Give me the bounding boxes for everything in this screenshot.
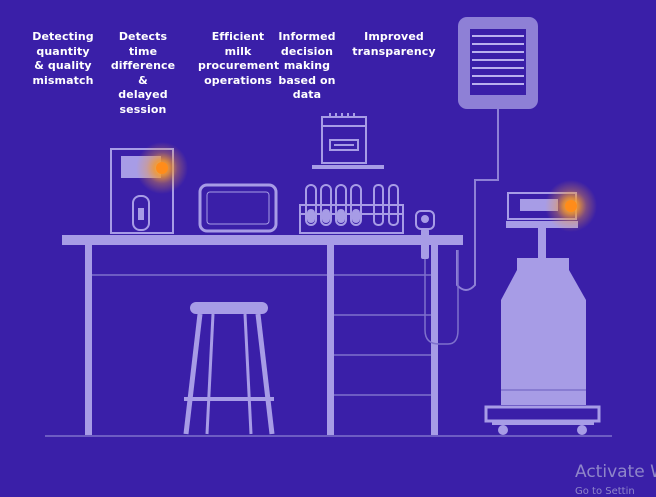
tablet-screen xyxy=(198,183,278,233)
benefit-label-quantity-quality: Detecting quantity & quality mismatch xyxy=(32,30,94,87)
benefit-label-transparency: Improved transparency xyxy=(352,30,436,58)
benefit-label-decision-making: Informed decision making based on data xyxy=(278,30,336,101)
stool xyxy=(183,302,275,435)
benefit-label-time-difference: Detects time difference & delayed sessio… xyxy=(110,30,176,116)
monitor-cable xyxy=(456,109,499,291)
milk-collection-unit xyxy=(484,192,601,435)
desk xyxy=(62,235,463,435)
shelf-with-analyzer xyxy=(312,113,384,169)
benefit-label-procurement: Efficient milk procurement operations xyxy=(198,30,280,87)
wall-display-monitor xyxy=(458,17,538,109)
scanner-cable xyxy=(424,250,459,345)
test-tube-rack xyxy=(299,184,404,234)
activate-windows-subtext: Go to Settin xyxy=(575,486,635,497)
activate-windows-watermark: Activate W xyxy=(575,462,656,482)
handheld-scanner xyxy=(415,210,435,259)
